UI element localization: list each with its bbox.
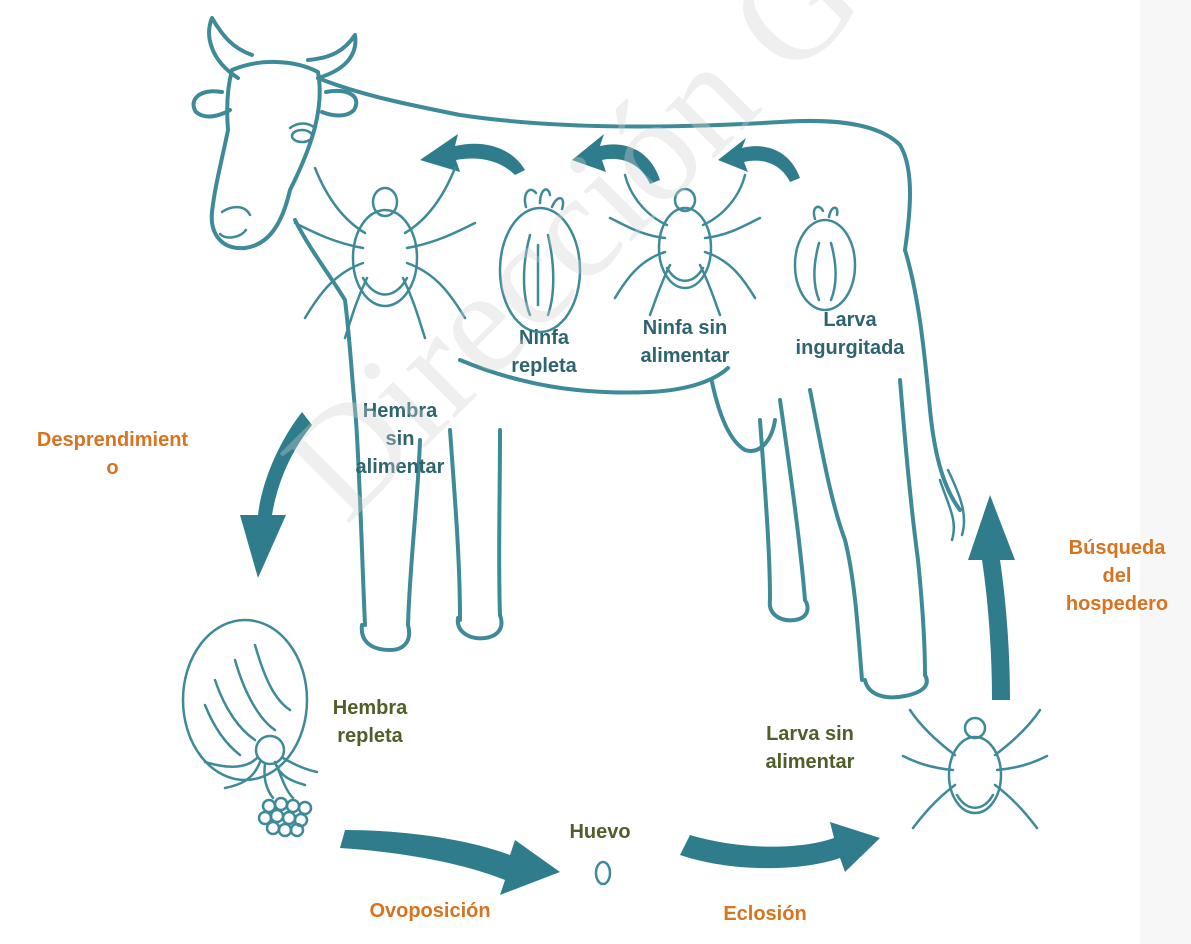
label-hembra-sin-alimentar: Hembra sin alimentar [340,397,460,481]
label-eclosion: Eclosión [695,900,835,928]
label-hembra-repleta: Hembra repleta [310,694,430,750]
engorged-tick-icon [183,620,317,798]
egg-icon [596,862,610,884]
curved-arrow-icon [718,138,800,182]
label-ninfa-repleta: Ninfa repleta [496,324,592,380]
tick-icon [903,710,1047,828]
label-busqueda-del-hospedero: Búsqueda del hospedero [1042,534,1191,618]
label-ovoposicion: Ovoposición [345,897,515,925]
curved-arrow-icon [340,830,560,895]
label-larva-sin-alimentar: Larva sin alimentar [735,720,885,776]
curved-arrow-icon [420,134,525,175]
curved-arrow-icon [680,822,880,872]
label-ninfa-sin-alimentar: Ninfa sin alimentar [620,314,750,370]
tick-icon [295,168,475,338]
curved-arrow-icon [968,495,1015,700]
egg-cluster-icon [259,798,311,836]
label-desprendimiento: Desprendimient o [0,426,225,474]
label-larva-ingurgitada: Larva ingurgitada [780,306,920,362]
engorged-tick-icon [500,189,580,332]
curved-arrow-icon [572,134,660,184]
label-huevo: Huevo [550,818,650,846]
tick-icon [610,175,760,315]
curved-arrow-icon [240,412,312,578]
engorged-tick-icon [795,207,855,310]
